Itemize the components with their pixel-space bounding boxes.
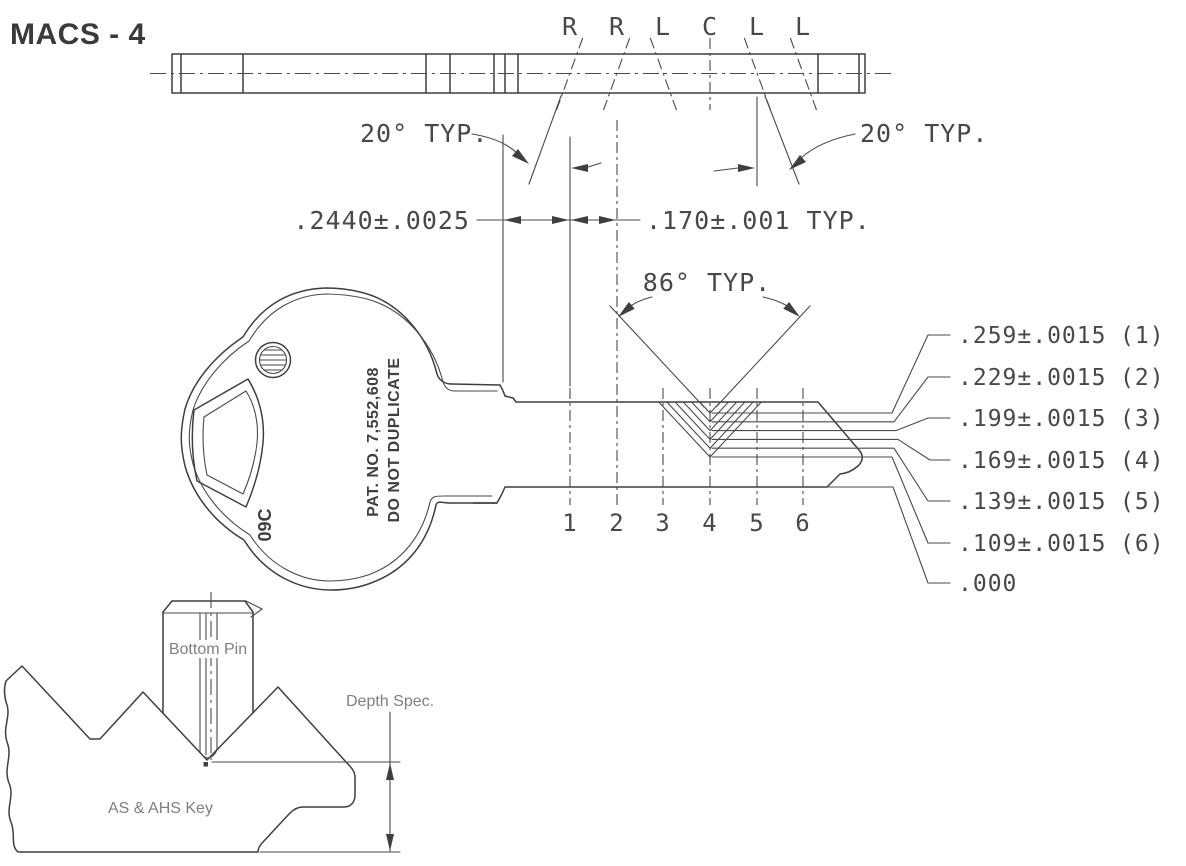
measurement-origin-dot [203,762,208,767]
cut-direction-letter: L [795,12,811,41]
keyring-hole-outer [191,378,265,508]
cut-direction-letter: R [609,12,625,41]
angle-arrow-right [738,164,755,172]
depth-number: (5) [1120,489,1165,515]
angle-label-right: 20° TYP. [860,119,988,148]
bottom-pin-diagram: Bottom Pin Depth Spec. AS & AHS Key [3,592,434,853]
cut-angle-arrow-left [618,302,635,317]
depth-number: (6) [1120,531,1165,557]
bottom-pin-shape [162,592,263,767]
leader-left-arrow [512,149,529,164]
top-view-key-blade: R R L C L L [150,12,893,111]
angle-label-left: 20° TYP. [360,119,488,148]
position-number: 1 [562,509,577,537]
leader-right [800,133,856,159]
position-number: 5 [749,509,764,537]
leader-left [471,133,519,155]
dim-arrow [571,216,588,224]
position-number: 2 [609,509,624,537]
cut-mark-6 [789,37,818,111]
depth-value: .109±.0015 [958,531,1106,557]
cut-direction-letter: R [562,12,578,41]
dim-arrow [599,216,616,224]
leader-right-arrow [789,155,806,170]
do-not-duplicate-text: DO NOT DUPLICATE [386,357,403,522]
keyring-hole-inner [202,390,259,495]
cut-angle-arm-right [715,305,811,408]
depth-value: .000 [958,571,1017,597]
cut1-flank-extension [528,95,562,185]
depth-value: .169±.0015 [958,448,1106,474]
cut-mark-3 [649,37,678,111]
cut-angle-label: 86° TYP. [643,268,771,297]
key-blade-profile [472,384,863,504]
cut-position-centerlines [569,388,804,505]
depth-number: (3) [1120,406,1165,432]
depth-value: .259±.0015 [958,323,1106,349]
position-number: 4 [702,509,717,537]
key-bow-inner-line [188,293,498,582]
angle-and-spacing-annotations: 20° TYP. 20° TYP. .2440±.0025 .170±.001 … [293,95,988,505]
position-number: 3 [655,509,670,537]
pin-label-backdrop [168,640,248,658]
cut5-flank-extension [764,95,800,185]
bottom-pin-label: Bottom Pin [169,641,247,658]
angle-arrow-left-tail [587,162,602,168]
cut-spacing-dim: .170±.001 TYP. [646,206,871,235]
page-title: MACS - 4 [10,18,146,51]
key-type-label: AS & AHS Key [108,800,213,817]
key-cross-section [3,665,356,853]
position-number: 6 [795,509,810,537]
angle-arrow-right-tail [713,167,739,172]
depth-arrow-up [386,763,394,780]
patent-text: PAT. NO. 7,552,608 [365,367,382,517]
cut-direction-letter: L [749,12,765,41]
brand-medallion-icon [254,341,292,379]
keyway-code-text: 09C [255,508,275,541]
depth-callouts: .259±.0015 (1) .229±.0015 (2) .199±.0015… [958,323,1165,597]
dim-arrow [552,216,569,224]
cut-direction-letter: C [702,12,718,41]
depth-number: (1) [1120,323,1165,349]
depth-value: .139±.0015 [958,489,1106,515]
cut-direction-letter: L [655,12,671,41]
key-bow-outline [180,287,501,591]
depth-value: .199±.0015 [958,406,1106,432]
cut-angle-arrow-right [783,302,800,317]
profile-view-key: PAT. NO. 7,552,608 DO NOT DUPLICATE 09C [180,287,951,591]
depth-spec-label: Depth Spec. [346,693,434,710]
cut-mark-2 [602,37,631,111]
cut-mark-5 [743,37,772,111]
depth-number: (4) [1120,448,1165,474]
depth-value: .229±.0015 [958,365,1106,391]
cut-mark-1 [555,37,584,111]
blade-outline-top-view [171,53,866,94]
first-cut-spacing-dim: .2440±.0025 [293,206,470,235]
cut-angle-arm-left [609,305,705,408]
angle-arrow-left [571,164,588,172]
dim-arrow [504,216,521,224]
depth-arrow-down [386,834,394,851]
depth-number: (2) [1120,365,1165,391]
